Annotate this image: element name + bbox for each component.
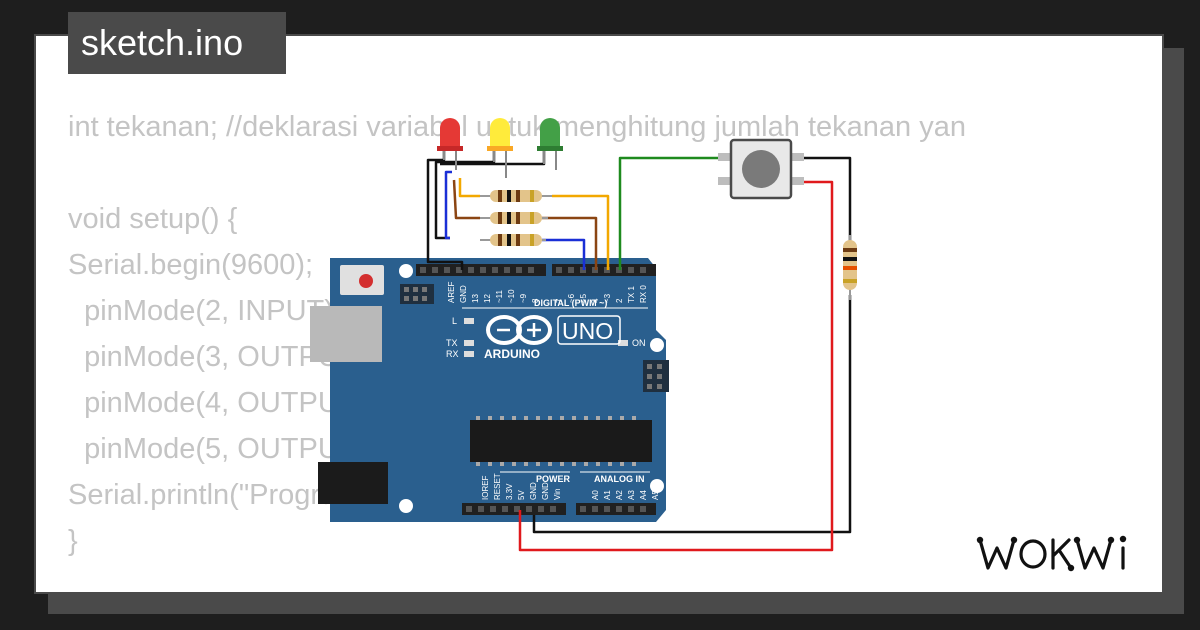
pin-label: IOREF [481, 475, 490, 500]
code-line: int tekanan; //deklarasi variabel untuk … [68, 111, 966, 143]
arduino-logo [486, 315, 552, 345]
led-body [490, 118, 510, 148]
pin-label: 7 [555, 298, 564, 303]
button-cap [742, 150, 780, 188]
push-button[interactable] [718, 138, 804, 200]
resistor-pulldown[interactable] [843, 235, 857, 300]
usb-port [310, 306, 382, 362]
wires [426, 150, 852, 552]
arduino-uno-board[interactable]: AREF GND 13 12 ~11 ~10 ~9 8 7 ~6 ~5 4 ~3… [310, 258, 669, 522]
wire-blue-pin5 [542, 238, 586, 270]
wire-black-button [790, 156, 852, 245]
pin-label: GND [541, 482, 550, 500]
wire-black-gnd [532, 295, 852, 534]
pin-label: ~9 [519, 293, 528, 303]
pin-label: A5 [651, 490, 660, 500]
pin-label: GND [529, 482, 538, 500]
arduino-brand: ARDUINO [484, 347, 540, 361]
pin-label: ~3 [603, 293, 612, 303]
pin-label: 4 [591, 298, 600, 303]
pin-label: A1 [603, 490, 612, 500]
wire-red-5v [518, 180, 834, 552]
code-preview: int tekanan; //deklarasi variabel untuk … [68, 104, 1138, 564]
pin-label: A0 [591, 490, 600, 500]
pin-label: 12 [483, 294, 492, 303]
resistor-3[interactable] [480, 234, 546, 246]
pin-label: ~5 [579, 293, 588, 303]
mounting-hole [399, 264, 413, 278]
pin-label: 8 [531, 298, 540, 303]
reset-button[interactable] [359, 274, 373, 288]
led-yellow[interactable] [487, 118, 513, 178]
led-green[interactable] [537, 118, 563, 170]
code-line: } [68, 525, 78, 557]
led-label: ON [632, 338, 646, 348]
pin-label: RX 0 [639, 285, 648, 303]
resistor-1[interactable] [480, 190, 552, 202]
pin-label: 2 [615, 298, 624, 303]
mounting-hole [650, 338, 664, 352]
pin-label: A3 [627, 490, 636, 500]
code-line: Serial.begin(9600); [68, 249, 314, 281]
sketch-title: sketch.ino [68, 12, 286, 74]
wire-blue-led [444, 170, 452, 240]
led-label: TX [446, 338, 458, 348]
pin-label: AREF [447, 282, 456, 303]
wire-brown-pin4 [540, 216, 598, 270]
mounting-hole [399, 499, 413, 513]
led-label: RX [446, 349, 459, 359]
pin-label: ~6 [567, 293, 576, 303]
pin-label: A4 [639, 490, 648, 500]
power-jack [318, 462, 388, 504]
code-line: Serial.println("Program [68, 479, 361, 511]
pin-label: A2 [615, 490, 624, 500]
pin-label: ~11 [495, 289, 504, 303]
code-line: void setup() { [68, 203, 238, 235]
mounting-hole [650, 479, 664, 493]
led-red[interactable] [437, 118, 463, 170]
pin-label: GND [459, 285, 468, 303]
wire-orange-pin3 [552, 194, 610, 270]
led-label: L [452, 316, 457, 326]
board-model: UNO [562, 318, 613, 344]
led-body [440, 118, 460, 148]
wire-brown-led [452, 179, 480, 220]
pin-label: TX 1 [627, 286, 636, 303]
pin-label: 3.3V [505, 483, 514, 500]
wokwi-logo [976, 535, 1127, 572]
resistor-2[interactable] [480, 212, 548, 224]
digital-header-label: DIGITAL (PWM ~) [534, 298, 607, 308]
wire-orange-led [458, 178, 480, 198]
pin-label: ~10 [507, 289, 516, 303]
power-label: POWER [536, 474, 571, 484]
atmega-chip [470, 420, 652, 462]
pin-label: Vin [553, 489, 562, 500]
pin-label: 5V [517, 490, 526, 500]
pin-label: 13 [471, 294, 480, 303]
pin-label: RESET [493, 473, 502, 500]
analog-label: ANALOG IN [594, 474, 645, 484]
wire-green-pin2 [618, 156, 730, 270]
led-body [540, 118, 560, 148]
